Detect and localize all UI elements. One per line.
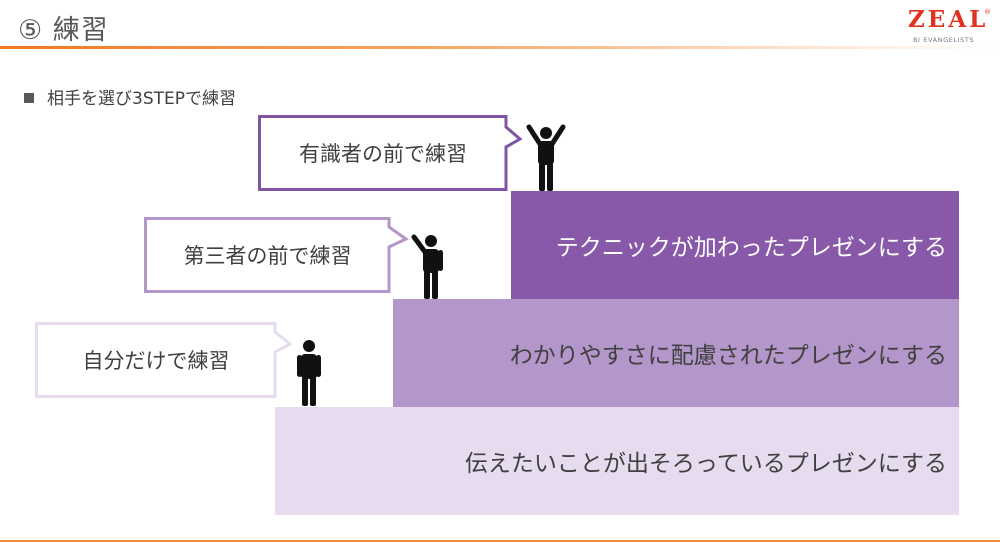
callout-step-1: 自分だけで練習 bbox=[35, 322, 293, 398]
bullet-point: 相手を選び3STEPで練習 bbox=[24, 84, 236, 109]
callout-step-1-text: 自分だけで練習 bbox=[82, 349, 230, 373]
person-cheering-icon bbox=[526, 124, 566, 191]
zeal-logo: ZEAL ® BI EVANGELISTS bbox=[900, 6, 996, 46]
bullet-text: 相手を選び3STEPで練習 bbox=[47, 89, 236, 109]
callout-step-2-shape bbox=[144, 217, 409, 293]
step-2-block: わかりやすさに配慮されたプレゼンにする bbox=[393, 299, 959, 407]
callout-step-2: 第三者の前で練習 bbox=[144, 217, 409, 293]
callout-step-3-shape bbox=[258, 115, 523, 191]
title-divider bbox=[0, 46, 1000, 49]
callout-step-3-text: 有識者の前で練習 bbox=[299, 142, 467, 166]
person-standing-icon bbox=[297, 340, 321, 406]
step-3-label: テクニックが加わったプレゼンにする bbox=[555, 235, 947, 261]
step-3-block: テクニックが加わったプレゼンにする bbox=[511, 191, 959, 299]
step-2-label: わかりやすさに配慮されたプレゼンにする bbox=[509, 343, 947, 369]
logo-registered-mark: ® bbox=[984, 8, 991, 16]
callout-step-2-text: 第三者の前で練習 bbox=[183, 244, 352, 268]
logo-wordmark: ZEAL bbox=[908, 6, 989, 33]
square-bullet-icon bbox=[24, 93, 34, 103]
logo-tagline: BI EVANGELISTS bbox=[913, 36, 975, 44]
callout-step-1-shape bbox=[35, 322, 293, 398]
step-1-label: 伝えたいことが出そろっているプレゼンにする bbox=[464, 451, 947, 477]
page-title: ⑤ 練習 bbox=[18, 15, 109, 46]
footer-divider bbox=[0, 540, 1000, 542]
person-waving-icon bbox=[411, 234, 443, 299]
callout-step-3: 有識者の前で練習 bbox=[258, 115, 523, 191]
step-1-block: 伝えたいことが出そろっているプレゼンにする bbox=[275, 407, 959, 515]
